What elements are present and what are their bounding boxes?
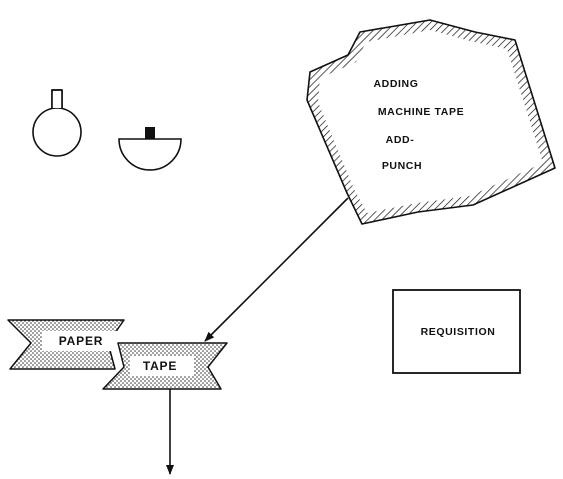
paper-label: PAPER: [59, 334, 103, 348]
source-line-3: ADD-: [386, 134, 415, 146]
source-line-2: MACHINE TAPE: [378, 106, 464, 118]
adding-machine-tape-document: ADDING MACHINE TAPE ADD- PUNCH: [307, 20, 555, 224]
source-line-4: PUNCH: [382, 160, 422, 172]
source-line-1: ADDING: [373, 78, 418, 90]
tape-label: TAPE: [143, 359, 177, 373]
requisition-document: REQUISITION: [393, 290, 520, 373]
connector-symbol-circle: [33, 90, 81, 156]
connector-symbol-semicircle: [119, 127, 181, 170]
requisition-label: REQUISITION: [421, 326, 496, 338]
arrow-source-to-tape: [205, 198, 348, 341]
paper-tape-symbol: PAPER TAPE: [8, 320, 227, 389]
